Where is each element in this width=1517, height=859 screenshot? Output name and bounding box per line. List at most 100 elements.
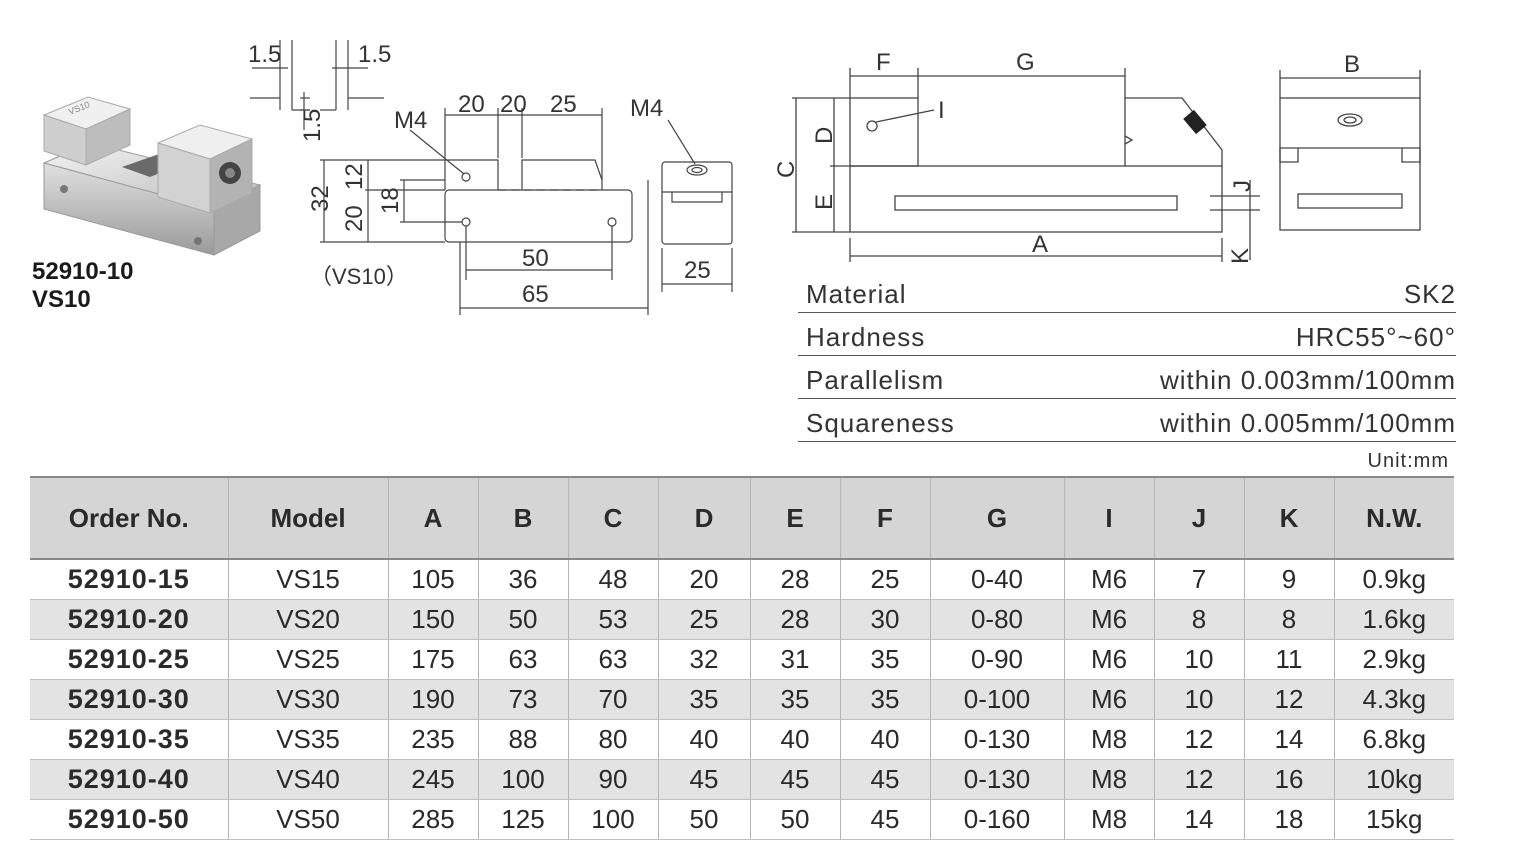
table-cell: 0-40: [930, 559, 1065, 600]
table-cell: 45: [750, 759, 841, 800]
column-header: Order No.: [30, 476, 229, 560]
product-code-label: 52910-10 VS10: [32, 258, 133, 314]
table-cell: 175: [388, 639, 479, 680]
table-cell: VS30: [228, 679, 389, 720]
table-cell: 36: [478, 559, 569, 600]
label-d: D: [811, 127, 838, 144]
table-cell: 245: [388, 759, 479, 800]
table-cell: 40: [658, 719, 751, 760]
dim-h20: 20: [341, 205, 368, 232]
table-cell: 1.6kg: [1334, 599, 1454, 640]
table-cell: M6: [1064, 679, 1155, 720]
table-cell: VS20: [228, 599, 389, 640]
column-header: J: [1154, 476, 1245, 560]
vise-labeled-drawing: F G B I C D E A J K: [773, 49, 1421, 264]
spec-row: Material SK2: [798, 270, 1456, 313]
spec-table: Material SK2 Hardness HRC55°~60° Paralle…: [798, 270, 1456, 442]
table-cell: 190: [388, 679, 479, 720]
label-f: F: [876, 49, 891, 76]
table-cell: 2.9kg: [1334, 639, 1454, 680]
table-cell: 8: [1244, 599, 1335, 640]
spec-value: within 0.005mm/100mm: [1025, 398, 1456, 442]
table-cell: 90: [568, 759, 659, 800]
table-cell: 73: [478, 679, 569, 720]
table-cell: 25: [658, 599, 751, 640]
column-header: F: [840, 476, 931, 560]
dim-w25: 25: [684, 257, 711, 284]
unit-label: Unit:mm: [1367, 450, 1449, 472]
table-cell: 63: [568, 639, 659, 680]
table-cell: 7: [1154, 559, 1245, 600]
table-cell: 0-80: [930, 599, 1065, 640]
table-cell: 50: [658, 799, 751, 840]
table-cell: 12: [1244, 679, 1335, 720]
table-cell: 10: [1154, 679, 1245, 720]
dim-gap-left: 1.5: [248, 41, 281, 68]
dim-h18: 18: [377, 187, 404, 214]
order-no-cell: 52910-35: [30, 719, 229, 760]
table-cell: 0-100: [930, 679, 1065, 720]
dim-w50: 50: [522, 245, 549, 272]
table-cell: 48: [568, 559, 659, 600]
table-cell: M6: [1064, 559, 1155, 600]
dim-gap-right: 1.5: [358, 41, 391, 68]
order-no-cell: 52910-20: [30, 599, 229, 640]
table-cell: 25: [840, 559, 931, 600]
table-cell: 40: [840, 719, 931, 760]
dim-m4-right: M4: [630, 95, 663, 122]
column-header: K: [1244, 476, 1335, 560]
dim-h12: 12: [341, 163, 368, 190]
table-cell: 11: [1244, 639, 1335, 680]
label-k: K: [1227, 248, 1254, 264]
table-cell: M6: [1064, 599, 1155, 640]
table-cell: 53: [568, 599, 659, 640]
label-i: I: [938, 97, 945, 124]
table-cell: 63: [478, 639, 569, 680]
table-cell: 45: [658, 759, 751, 800]
table-cell: 45: [840, 759, 931, 800]
column-header: Model: [228, 476, 389, 560]
table-cell: VS35: [228, 719, 389, 760]
order-no-cell: 52910-15: [30, 559, 229, 600]
order-no-cell: 52910-40: [30, 759, 229, 800]
table-cell: M8: [1064, 719, 1155, 760]
spec-value: HRC55°~60°: [1025, 312, 1456, 356]
table-cell: 235: [388, 719, 479, 760]
table-cell: 80: [568, 719, 659, 760]
table-cell: 28: [750, 599, 841, 640]
spec-row: Squareness within 0.005mm/100mm: [798, 398, 1456, 442]
table-cell: 9: [1244, 559, 1335, 600]
table-cell: 70: [568, 679, 659, 720]
table-cell: 50: [750, 799, 841, 840]
table-cell: 18: [1244, 799, 1335, 840]
table-cell: VS25: [228, 639, 389, 680]
table-cell: 30: [840, 599, 931, 640]
column-header: E: [750, 476, 841, 560]
label-e: E: [811, 194, 838, 210]
order-no-cell: 52910-25: [30, 639, 229, 680]
label-g: G: [1016, 49, 1035, 76]
table-cell: M6: [1064, 639, 1155, 680]
dim-w65: 65: [522, 281, 549, 308]
table-cell: M8: [1064, 799, 1155, 840]
spec-label: Parallelism: [798, 355, 1026, 399]
table-cell: 14: [1244, 719, 1335, 760]
spec-row: Parallelism within 0.003mm/100mm: [798, 355, 1456, 399]
table-cell: 0-130: [930, 759, 1065, 800]
spec-label: Material: [798, 270, 1026, 313]
drawing-caption: （VS10）: [310, 264, 408, 289]
table-cell: 14: [1154, 799, 1245, 840]
column-header: N.W.: [1334, 476, 1454, 560]
table-cell: 40: [750, 719, 841, 760]
spec-label: Hardness: [798, 312, 1026, 356]
table-cell: 0-160: [930, 799, 1065, 840]
